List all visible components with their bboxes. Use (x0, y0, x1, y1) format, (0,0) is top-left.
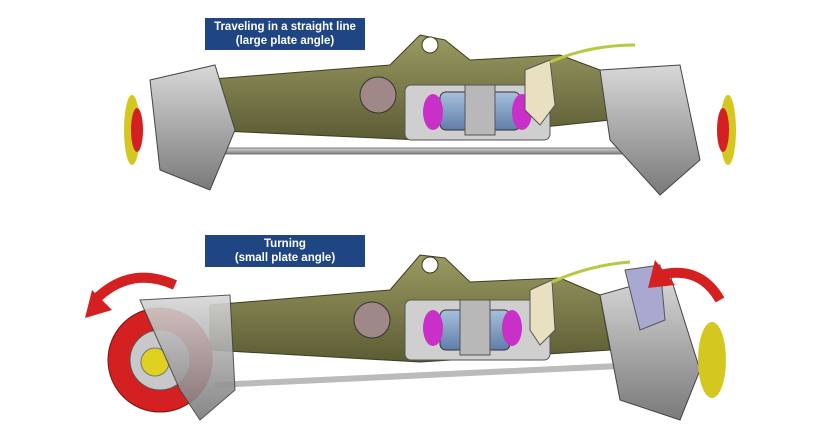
turning-label: Turning (small plate angle) (205, 235, 365, 267)
rotation-arrow-right (648, 260, 725, 303)
straight-line-label: Traveling in a straight line (large plat… (205, 18, 365, 50)
turning-axle (85, 254, 726, 421)
label-title: Turning (264, 238, 306, 250)
label-subtitle: (large plate angle) (235, 35, 335, 47)
label-subtitle: (small plate angle) (234, 252, 336, 264)
label-title: Traveling in a straight line (214, 21, 356, 33)
rotation-arrow-left (85, 272, 178, 318)
straight-axle (124, 34, 736, 196)
